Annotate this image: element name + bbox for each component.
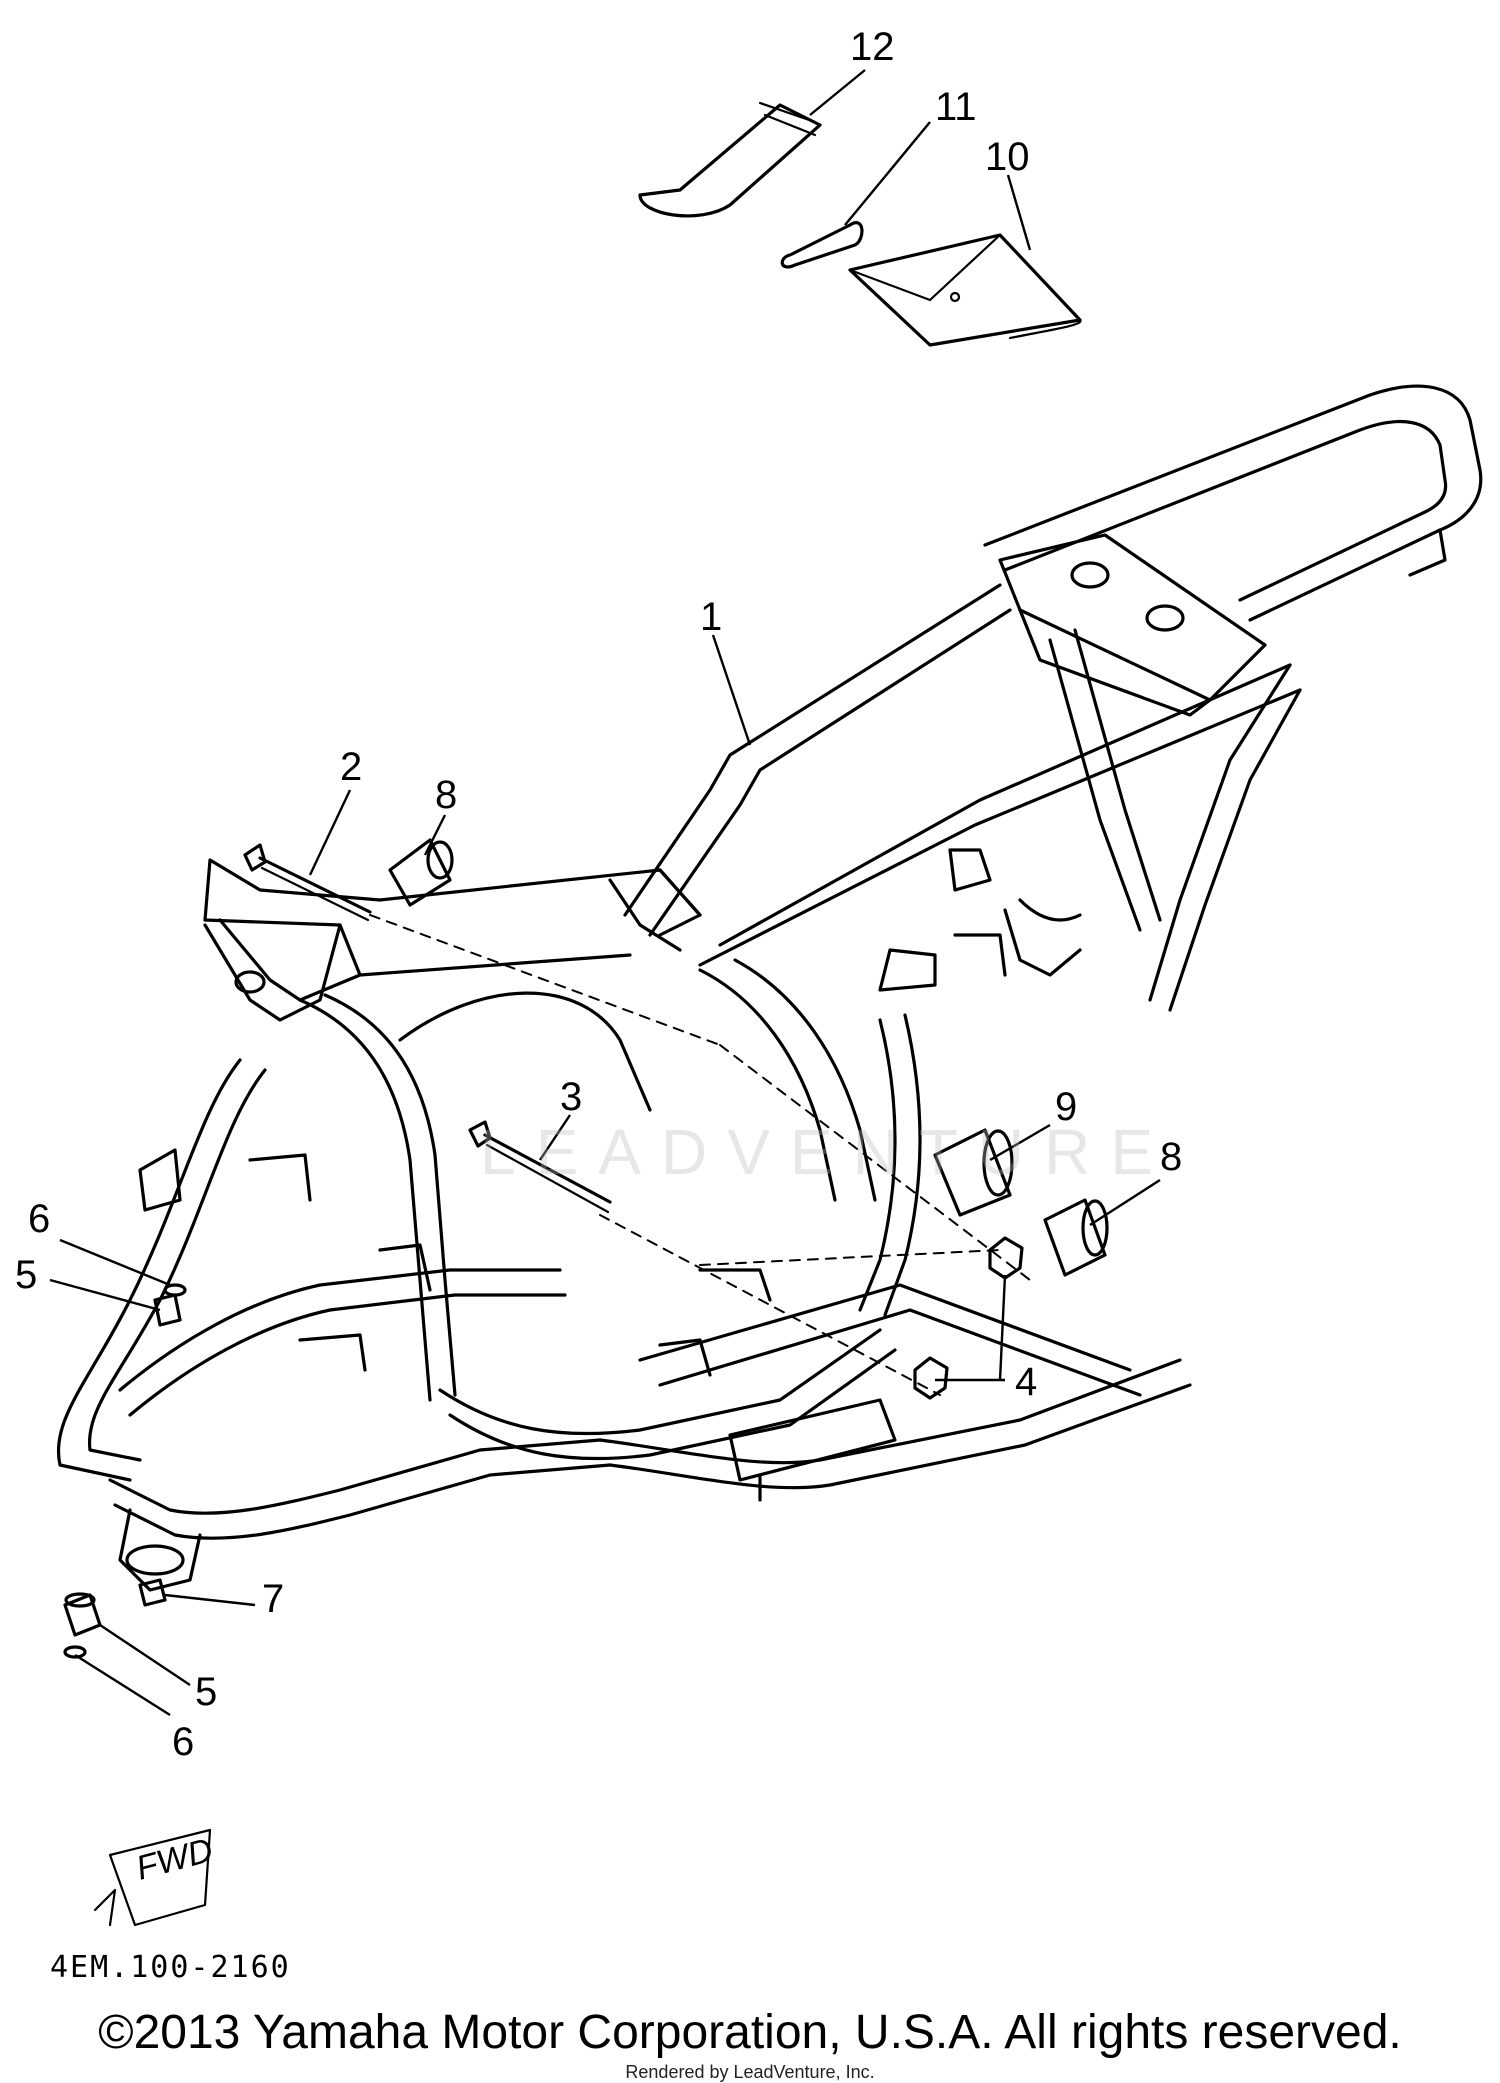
callout-5-upper: 5 [15, 1253, 37, 1297]
part-9-collar [933, 1128, 1014, 1217]
part-8-collar-upper [388, 838, 454, 907]
part-6-washer-lower [63, 1645, 87, 1659]
leader-lines [49, 69, 1161, 1717]
part-3-bolt [468, 1120, 612, 1214]
callout-1: 1 [700, 595, 722, 639]
watermark-text: LEADVENTURE [480, 1116, 1173, 1188]
fwd-label: FWD [132, 1831, 217, 1888]
callout-12: 12 [850, 25, 895, 69]
rendered-by-notice: Rendered by LeadVenture, Inc. [625, 2062, 875, 2082]
callout-6-upper: 6 [28, 1197, 50, 1241]
callout-6-lower: 6 [172, 1720, 194, 1764]
copyright-notice: ©2013 Yamaha Motor Corporation, U.S.A. A… [98, 2006, 1402, 2059]
part-8-collar-right [1043, 1198, 1109, 1277]
callout-5-lower: 5 [195, 1670, 217, 1714]
callout-11: 11 [935, 85, 977, 129]
part-7-collar [138, 1578, 167, 1607]
main-frame [57, 384, 1483, 1592]
callout-3: 3 [560, 1075, 582, 1119]
callout-7: 7 [262, 1577, 284, 1621]
drawing-code: 4EM.100-2160 [50, 1950, 291, 1985]
part-2-bolt [243, 843, 372, 922]
part-11-band [780, 221, 864, 269]
callout-4: 4 [1015, 1360, 1037, 1404]
callout-10: 10 [985, 135, 1030, 179]
part-4-nut-lower [913, 1356, 949, 1400]
part-5-grommet-upper [153, 1293, 182, 1327]
part-5-grommet-lower [63, 1592, 102, 1637]
part-4-nut-upper [988, 1236, 1024, 1280]
fwd-arrow [93, 1828, 212, 1927]
part-10-tool-pouch [848, 233, 1082, 347]
assembly-lines [369, 914, 1031, 1396]
callout-8-upper: 8 [435, 773, 457, 817]
callout-8-right: 8 [1160, 1135, 1182, 1179]
part-12-strap [638, 101, 822, 218]
callouts: 12 11 10 1 2 8 3 4 9 8 6 5 7 5 6 [15, 25, 1182, 1764]
callout-9: 9 [1055, 1085, 1077, 1129]
callout-2: 2 [340, 745, 362, 789]
